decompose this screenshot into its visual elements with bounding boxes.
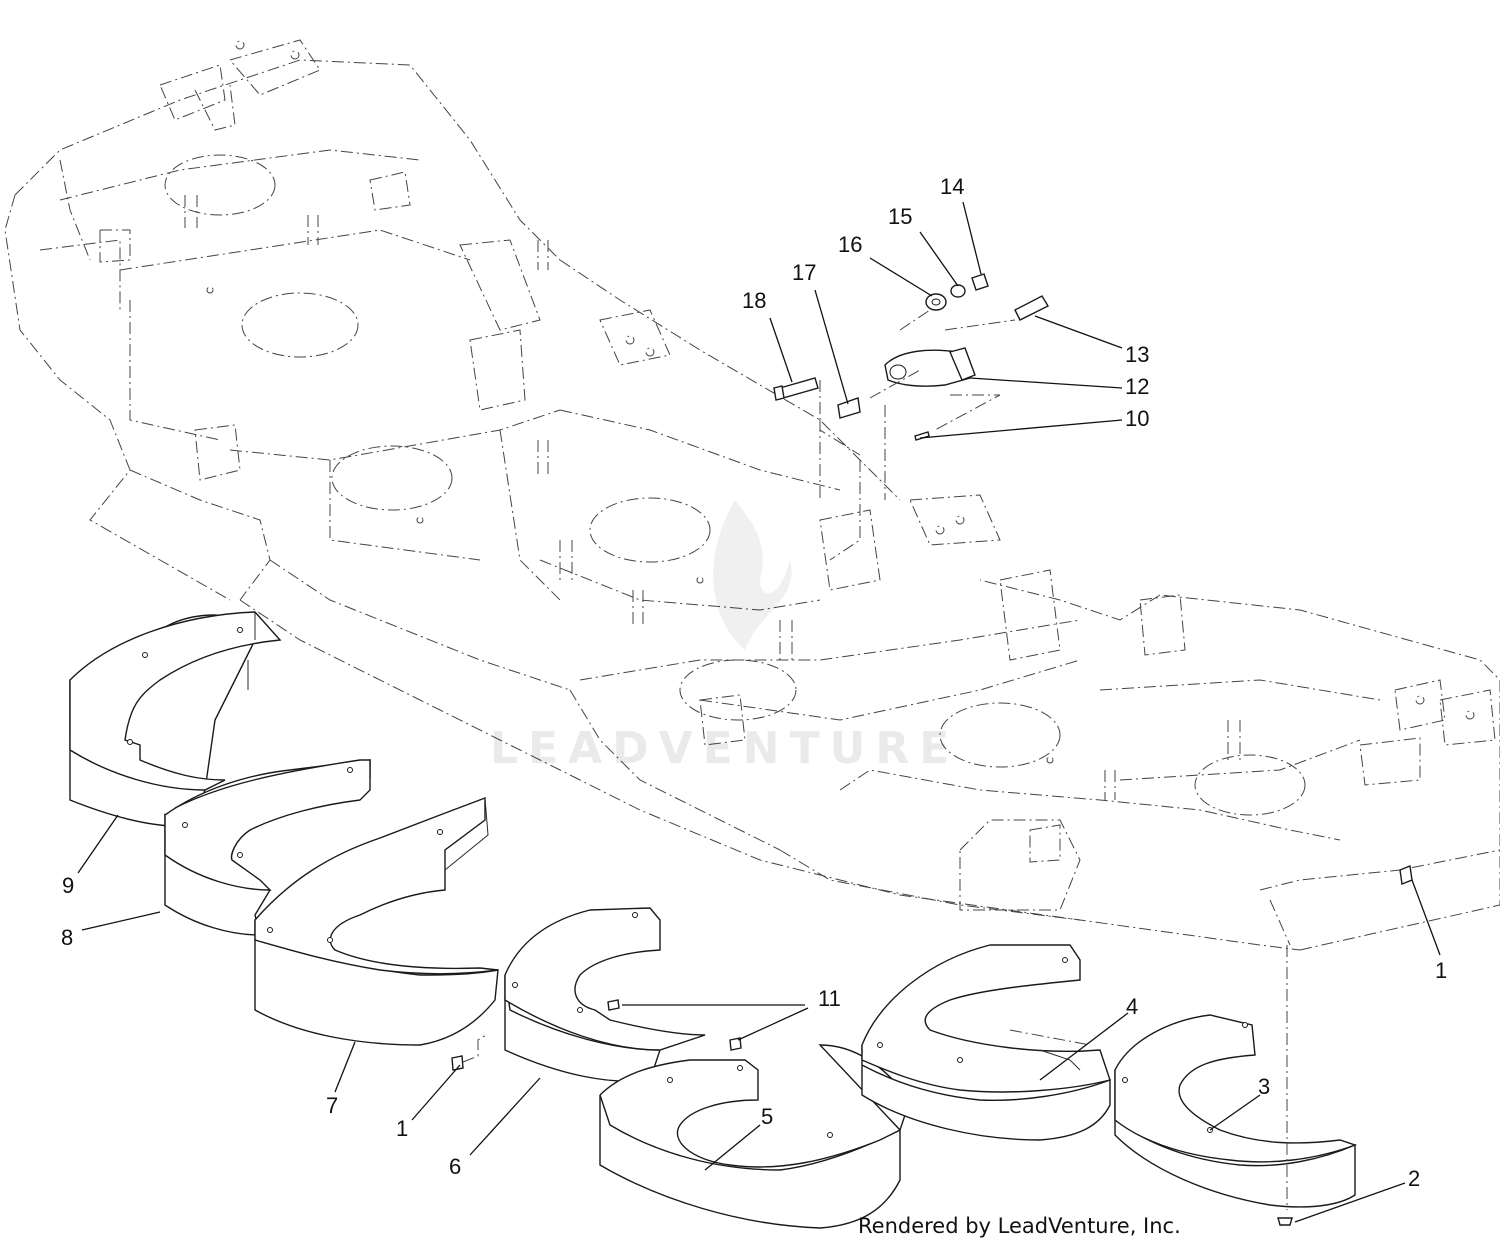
callout-17: 17: [792, 260, 816, 285]
callout-18: 18: [742, 288, 766, 313]
callout-1-right: 1: [1435, 958, 1447, 983]
screw-2: [1277, 1217, 1293, 1226]
callout-9: 9: [62, 873, 74, 898]
watermark: LEADVENTURE: [490, 500, 959, 774]
hardware: [451, 273, 1413, 1226]
callout-11: 11: [818, 986, 841, 1011]
callout-3: 3: [1258, 1074, 1270, 1099]
callout-1-left: 1: [396, 1116, 408, 1141]
screw-11a: [607, 999, 620, 1011]
baffle-8: [164, 759, 371, 936]
callout-15: 15: [888, 204, 912, 229]
baffle-9: [69, 611, 282, 827]
baffle-7: [254, 796, 499, 1046]
callout-4: 4: [1126, 994, 1138, 1019]
leader-lines: [77, 201, 1441, 1223]
phantom-mower-deck: [4, 39, 1500, 951]
baffle-6: [504, 907, 706, 1082]
callout-6: 6: [449, 1154, 461, 1179]
callout-13: 13: [1125, 342, 1149, 367]
baffle-3: [1114, 1014, 1358, 1208]
callout-2: 2: [1408, 1166, 1420, 1191]
baffle-5: [599, 1044, 911, 1229]
baffle-4: [861, 944, 1111, 1141]
callout-8: 8: [61, 925, 73, 950]
linkage-assembly: [773, 273, 1049, 500]
callout-5: 5: [761, 1104, 773, 1129]
nut-1-deck: [1399, 865, 1413, 885]
callout-12: 12: [1125, 374, 1149, 399]
callout-14: 14: [940, 174, 964, 199]
callouts: 1 1 2 3 4 5 6 7 8 9 10 11 12 13 14 15 16…: [61, 174, 1447, 1191]
callout-7: 7: [326, 1093, 338, 1118]
callout-16: 16: [838, 232, 862, 257]
watermark-text: LEADVENTURE: [490, 723, 959, 774]
callout-10: 10: [1125, 406, 1149, 431]
screw-11b: [729, 1037, 742, 1051]
bolt-1-baffle: [451, 1055, 464, 1071]
footer-credit: Rendered by LeadVenture, Inc.: [858, 1214, 1181, 1238]
